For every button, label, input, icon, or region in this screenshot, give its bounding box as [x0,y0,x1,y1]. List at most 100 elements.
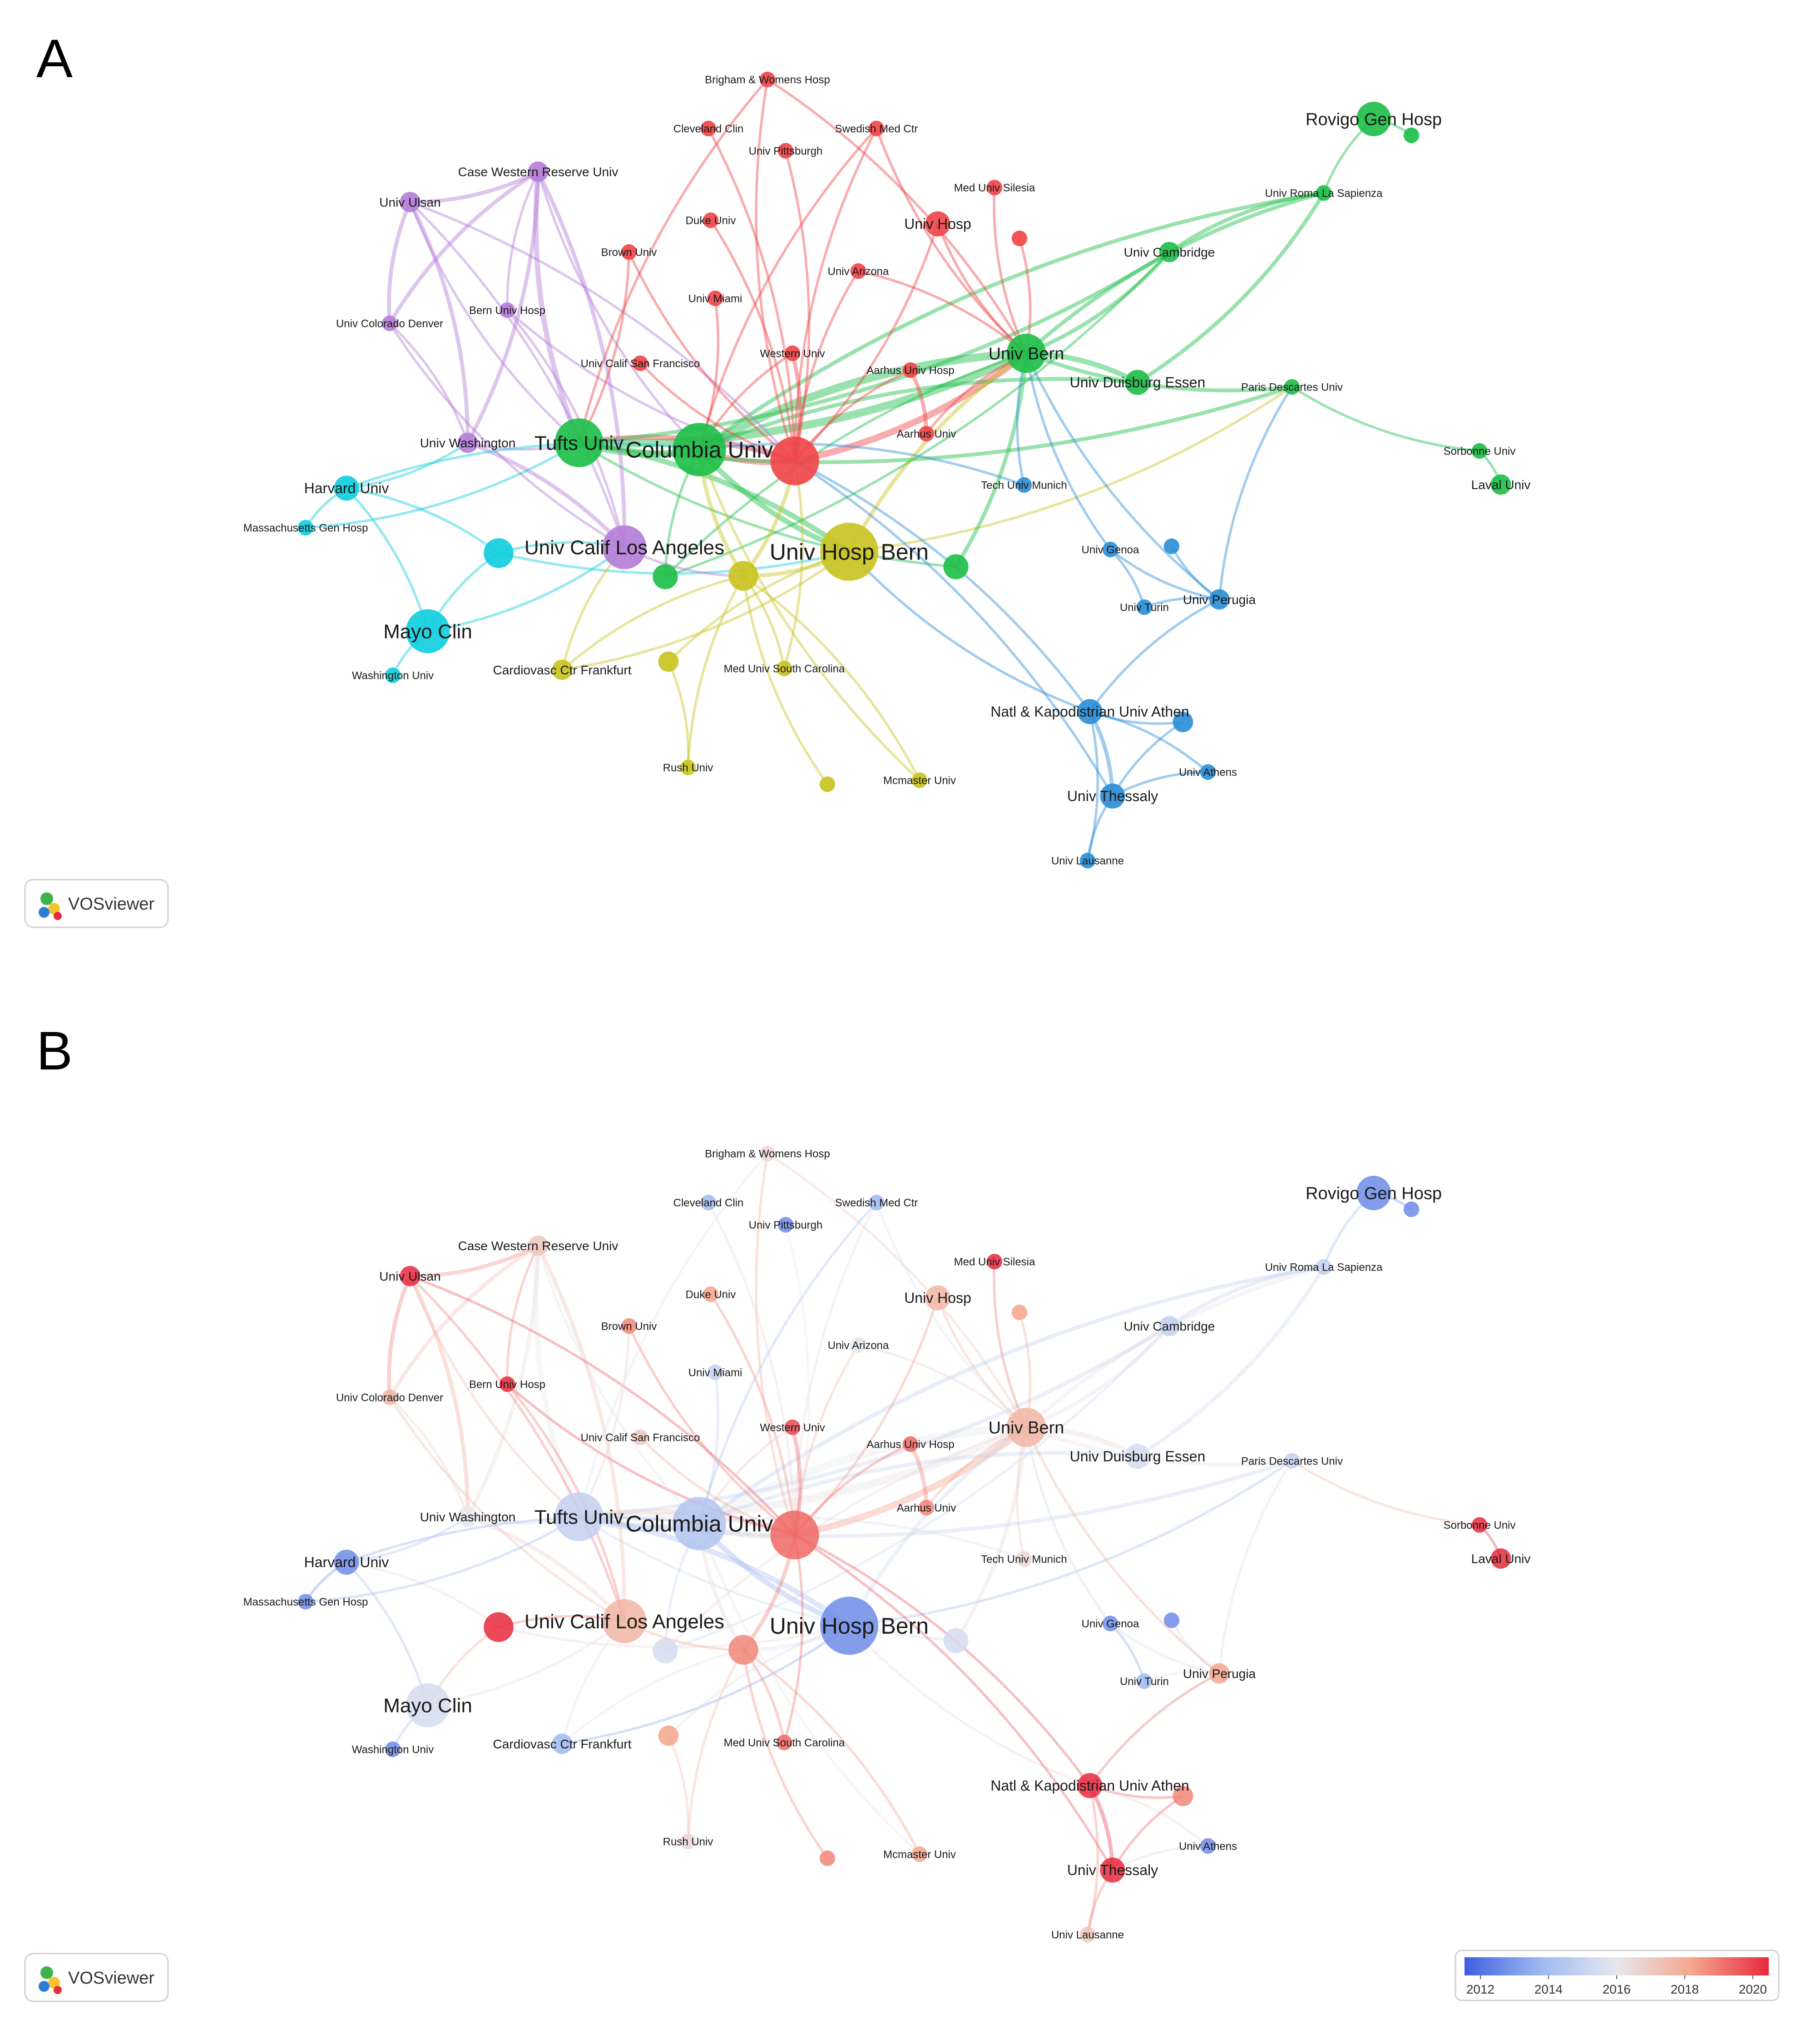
institution-node[interactable] [1016,1551,1032,1567]
institution-node[interactable] [1077,699,1103,724]
institution-node[interactable] [1011,1304,1028,1321]
institution-node[interactable] [943,1628,969,1653]
institution-node[interactable] [819,776,836,792]
institution-node[interactable] [297,1594,314,1610]
institution-node[interactable] [621,1318,637,1334]
institution-node[interactable] [1125,1444,1150,1469]
institution-node[interactable] [554,1492,604,1541]
institution-node[interactable] [1316,1259,1332,1275]
institution-node[interactable] [850,263,866,279]
institution-node[interactable] [1163,538,1180,554]
institution-node[interactable] [759,1145,776,1162]
institution-node[interactable] [707,290,723,307]
institution-node[interactable] [632,1429,648,1445]
institution-node[interactable] [776,1734,792,1751]
institution-node[interactable] [385,1741,401,1757]
institution-node[interactable] [673,423,726,476]
institution-node[interactable] [1136,599,1153,615]
institution-node[interactable] [1316,185,1332,201]
institution-node[interactable] [400,192,421,213]
institution-node[interactable] [1159,242,1180,262]
institution-node[interactable] [1284,379,1300,395]
institution-node[interactable] [777,143,794,159]
institution-node[interactable] [728,561,758,591]
institution-node[interactable] [1200,764,1216,780]
institution-node[interactable] [1490,1548,1511,1569]
institution-node[interactable] [700,120,717,137]
institution-node[interactable] [820,1597,878,1655]
institution-node[interactable] [381,1389,398,1406]
institution-node[interactable] [868,1194,885,1211]
institution-node[interactable] [776,660,792,677]
institution-node[interactable] [1284,1453,1300,1469]
institution-node[interactable] [1173,712,1193,732]
institution-node[interactable] [703,1286,719,1302]
institution-node[interactable] [1209,1663,1230,1684]
institution-node[interactable] [406,609,450,653]
institution-node[interactable] [770,1510,819,1559]
institution-node[interactable] [868,120,885,137]
institution-node[interactable] [1471,1517,1488,1533]
institution-node[interactable] [986,1253,1003,1270]
institution-node[interactable] [1159,1316,1180,1336]
institution-node[interactable] [1356,102,1391,136]
institution-node[interactable] [381,315,398,332]
institution-node[interactable] [1016,477,1032,493]
institution-node[interactable] [552,1733,573,1754]
institution-node[interactable] [925,1285,950,1311]
institution-node[interactable] [1209,589,1230,610]
institution-node[interactable] [528,1235,549,1256]
institution-node[interactable] [334,1549,359,1575]
institution-node[interactable] [770,436,819,485]
institution-node[interactable] [297,520,314,536]
institution-node[interactable] [1079,852,1096,869]
institution-node[interactable] [819,1850,836,1866]
institution-node[interactable] [1403,1201,1420,1217]
institution-node[interactable] [1011,230,1028,247]
institution-node[interactable] [784,1419,801,1435]
institution-node[interactable] [653,564,678,589]
institution-node[interactable] [1136,1673,1153,1689]
institution-node[interactable] [653,1638,678,1663]
institution-node[interactable] [728,1635,758,1665]
institution-node[interactable] [1079,1926,1096,1943]
institution-node[interactable] [1163,1612,1180,1628]
institution-node[interactable] [457,1506,478,1527]
institution-node[interactable] [1100,1857,1125,1883]
institution-node[interactable] [1200,1838,1216,1854]
institution-node[interactable] [1102,541,1118,558]
institution-node[interactable] [554,418,604,467]
institution-node[interactable] [385,667,401,683]
institution-node[interactable] [1403,127,1420,144]
institution-node[interactable] [484,538,514,568]
institution-node[interactable] [1356,1176,1391,1210]
institution-node[interactable] [707,1364,723,1381]
institution-node[interactable] [528,161,549,182]
institution-node[interactable] [632,355,648,371]
institution-node[interactable] [621,244,637,260]
institution-node[interactable] [759,71,776,88]
institution-node[interactable] [784,345,801,361]
institution-node[interactable] [1102,1615,1118,1632]
institution-node[interactable] [943,554,969,579]
institution-node[interactable] [1173,1786,1193,1806]
institution-node[interactable] [902,362,919,378]
institution-node[interactable] [986,179,1003,196]
institution-node[interactable] [334,475,359,501]
institution-node[interactable] [457,432,478,453]
institution-node[interactable] [499,1376,515,1392]
institution-node[interactable] [602,1599,647,1643]
institution-node[interactable] [1125,370,1150,395]
institution-node[interactable] [911,1846,928,1862]
institution-node[interactable] [925,211,950,237]
institution-node[interactable] [658,651,679,672]
institution-node[interactable] [902,1436,919,1452]
institution-node[interactable] [680,1833,696,1850]
institution-node[interactable] [680,759,696,776]
institution-node[interactable] [1471,443,1488,459]
institution-node[interactable] [911,772,928,788]
institution-node[interactable] [918,426,935,442]
institution-node[interactable] [552,659,573,680]
institution-node[interactable] [673,1497,726,1550]
institution-node[interactable] [1490,474,1511,495]
